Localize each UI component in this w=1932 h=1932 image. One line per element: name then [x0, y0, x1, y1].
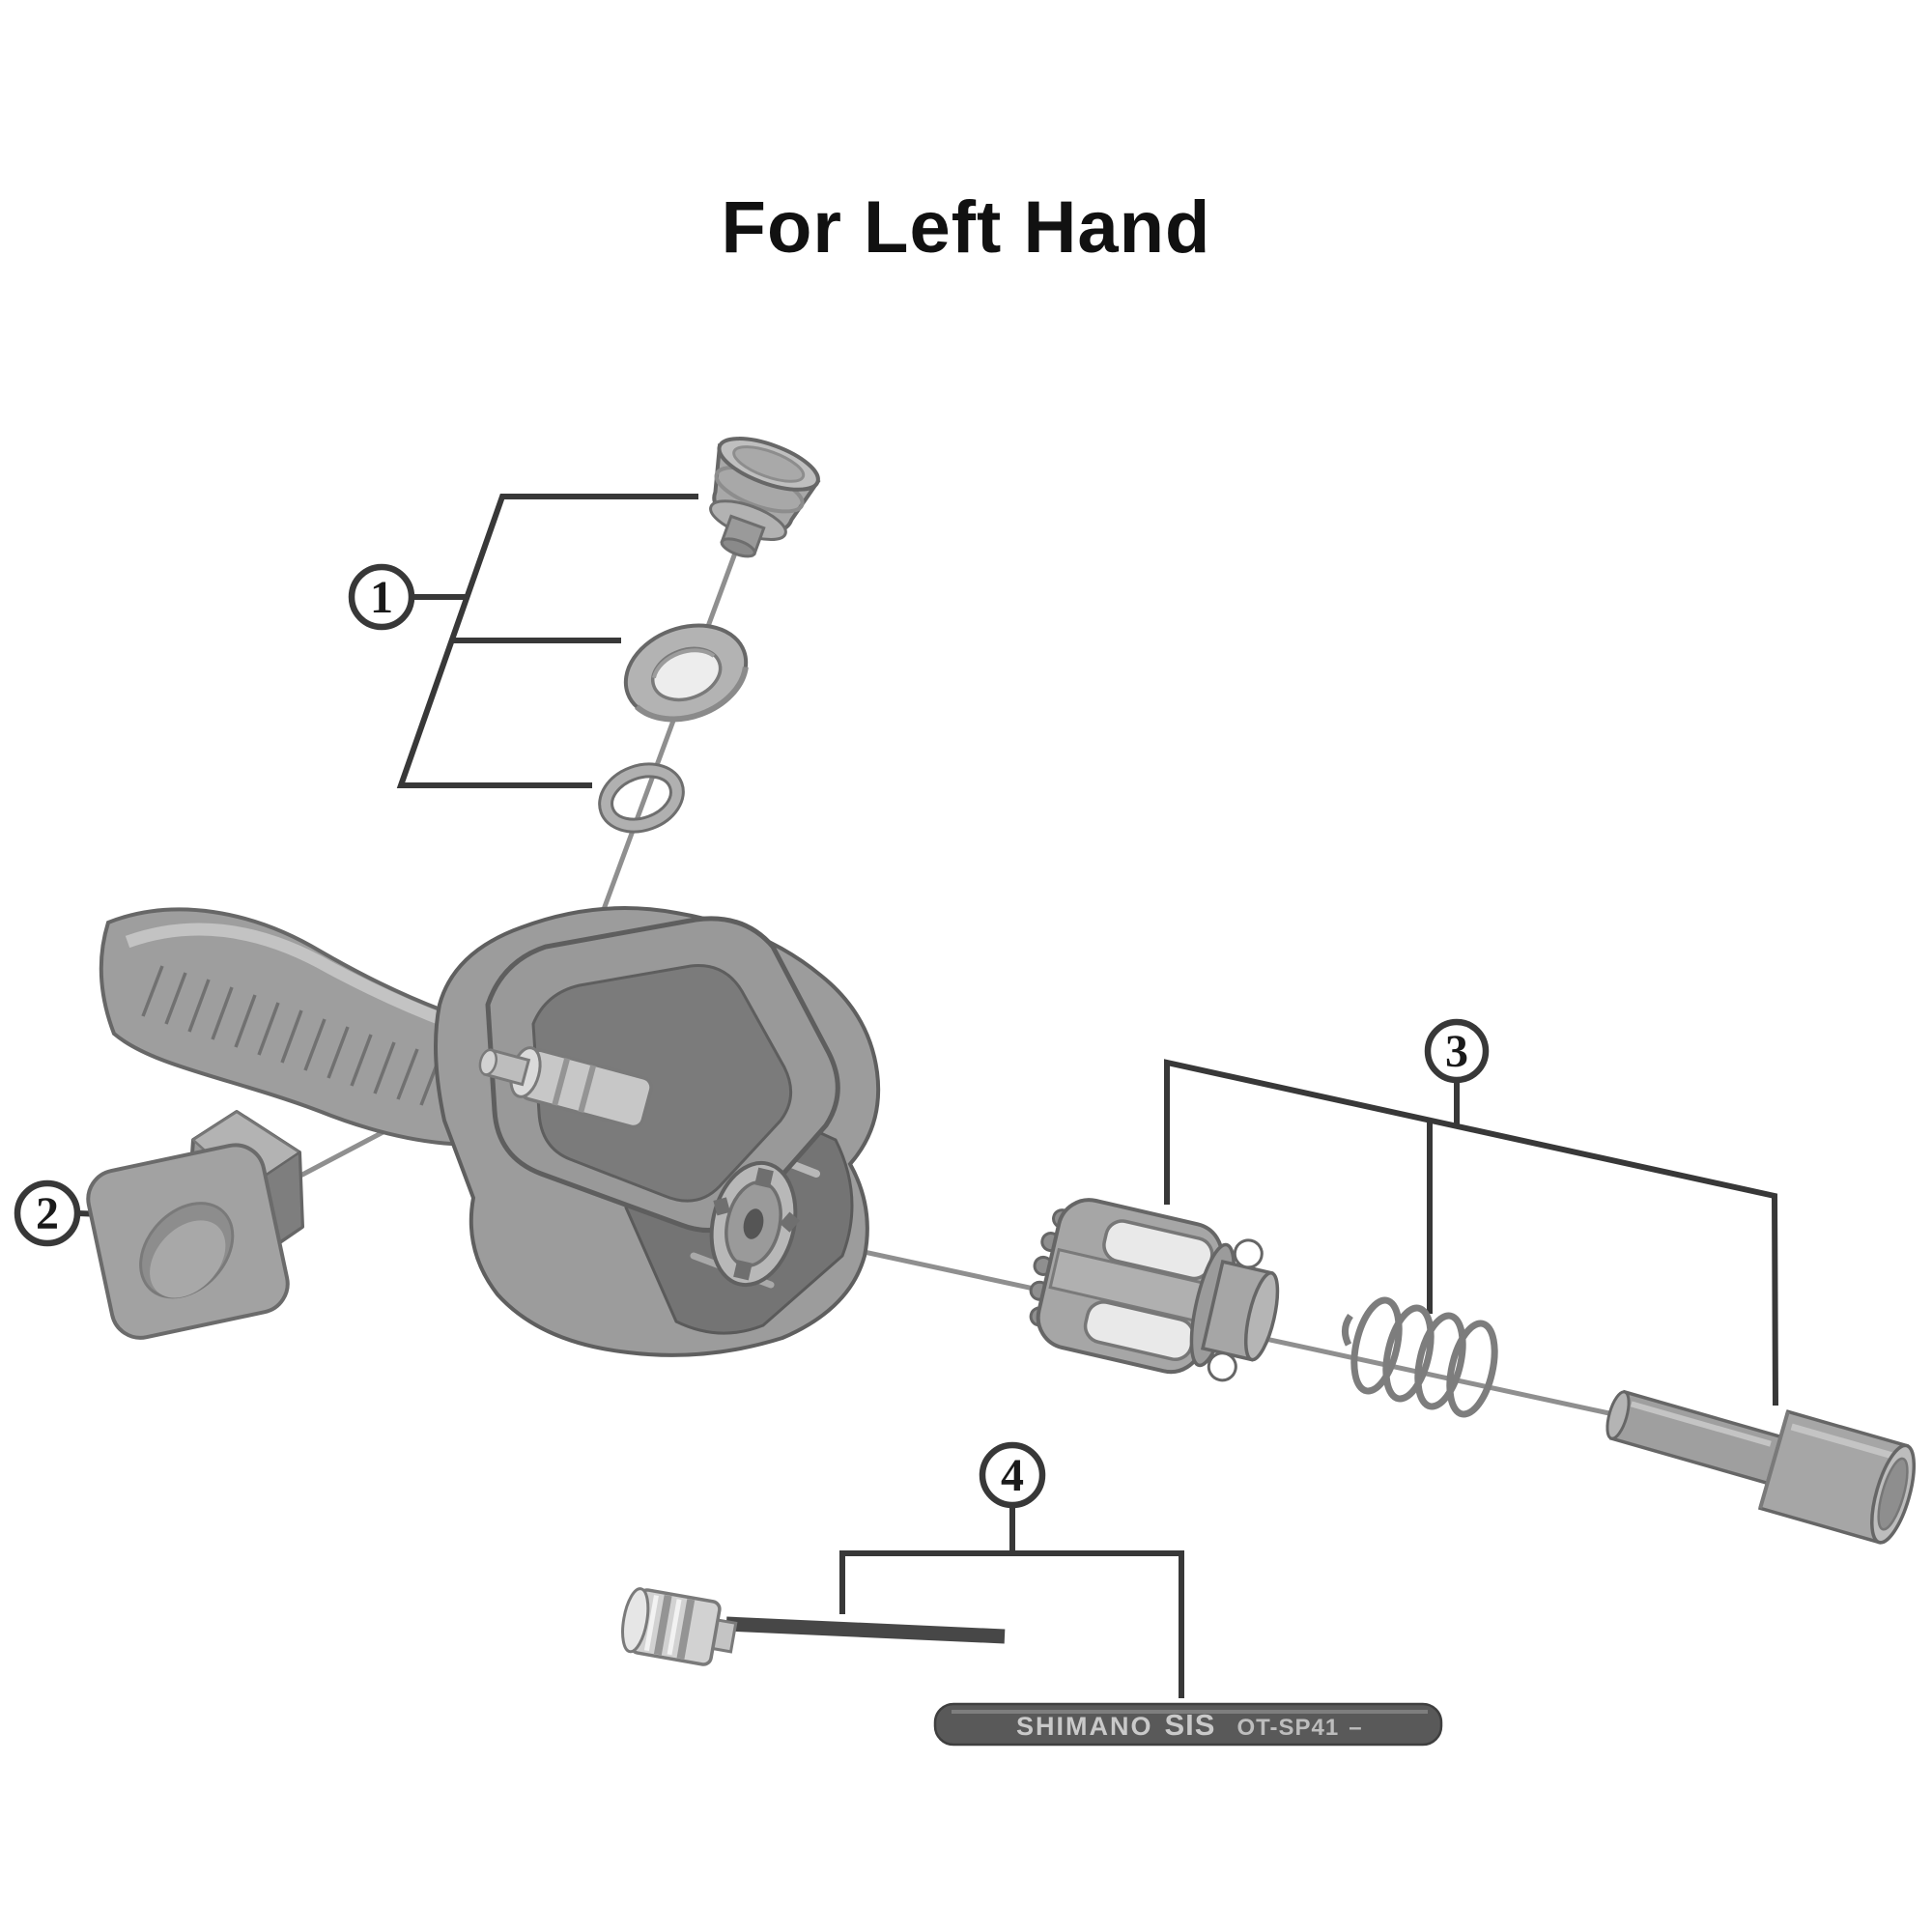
callout-2-number: 2 [36, 1188, 59, 1239]
body-barrel-outlet [709, 1160, 800, 1288]
washer [623, 623, 749, 723]
pivot-cap [709, 437, 821, 558]
callout-2: 2 [14, 1179, 81, 1247]
callout-3-number: 3 [1445, 1026, 1468, 1077]
body-window-opening [531, 964, 792, 1203]
adjuster-bolt [1605, 1389, 1917, 1545]
inner-cable [725, 1616, 1006, 1644]
clamp-wedge [86, 1110, 304, 1340]
cable-end-cap [621, 1587, 738, 1666]
callout-3-bracket [1164, 1059, 1778, 1406]
callout-4-number: 4 [1001, 1450, 1024, 1501]
axis-line-group1 [593, 526, 747, 933]
shifter-body [434, 906, 881, 1357]
callout-4: 4 [979, 1441, 1046, 1509]
callout-3: 3 [1424, 1018, 1490, 1084]
callout-1-bracket [396, 494, 698, 788]
callout-1-number: 1 [370, 572, 393, 623]
o-ring [598, 762, 685, 834]
callout-4-bracket [839, 1505, 1184, 1698]
barrel-adjuster [1029, 1198, 1280, 1382]
diagram-title: For Left Hand [721, 186, 1211, 269]
lever-grip-ribs [141, 965, 512, 1121]
callout-1: 1 [348, 563, 415, 631]
cable-anchor-pin [478, 1046, 653, 1129]
adjuster-spring [1342, 1296, 1498, 1418]
